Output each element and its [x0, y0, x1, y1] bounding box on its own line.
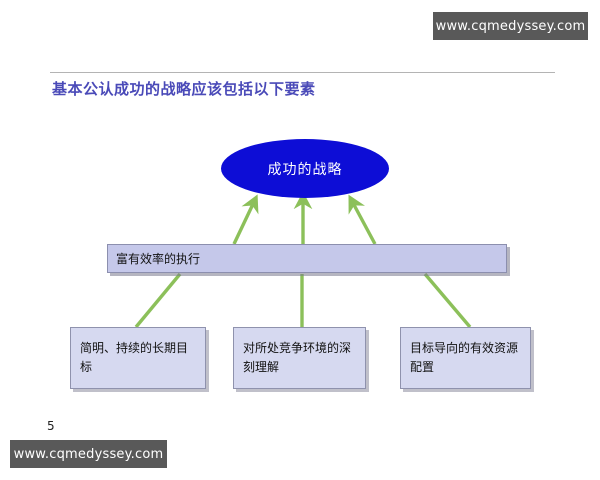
page-number: 5 — [47, 419, 55, 433]
element-node-1[interactable]: 简明、持续的长期目标 — [70, 327, 206, 389]
enabler-node[interactable]: 富有效率的执行 — [107, 244, 507, 273]
element-node-2[interactable]: 对所处竞争环境的深刻理解 — [233, 327, 366, 389]
page-title: 基本公认成功的战略应该包括以下要素 — [52, 80, 316, 98]
enabler-node-label: 富有效率的执行 — [116, 252, 201, 266]
arrow-right-to-goal — [348, 194, 377, 245]
element-node-3[interactable]: 目标导向的有效资源配置 — [400, 327, 531, 389]
element-node-1-label: 简明、持续的长期目标 — [80, 341, 189, 374]
arrow-left-to-goal — [232, 194, 259, 245]
watermark-top: www.cqmedyssey.com — [433, 12, 588, 40]
title-divider — [50, 72, 555, 73]
element-node-3-label: 目标导向的有效资源配置 — [410, 341, 519, 374]
watermark-bottom: www.cqmedyssey.com — [10, 440, 167, 468]
goal-node-label: 成功的战略 — [267, 161, 343, 178]
link-bar-to-element-3 — [423, 272, 472, 329]
element-node-2-label: 对所处竞争环境的深刻理解 — [243, 341, 352, 374]
link-bar-to-element-1 — [134, 272, 182, 329]
goal-node[interactable]: 成功的战略 — [221, 139, 389, 198]
